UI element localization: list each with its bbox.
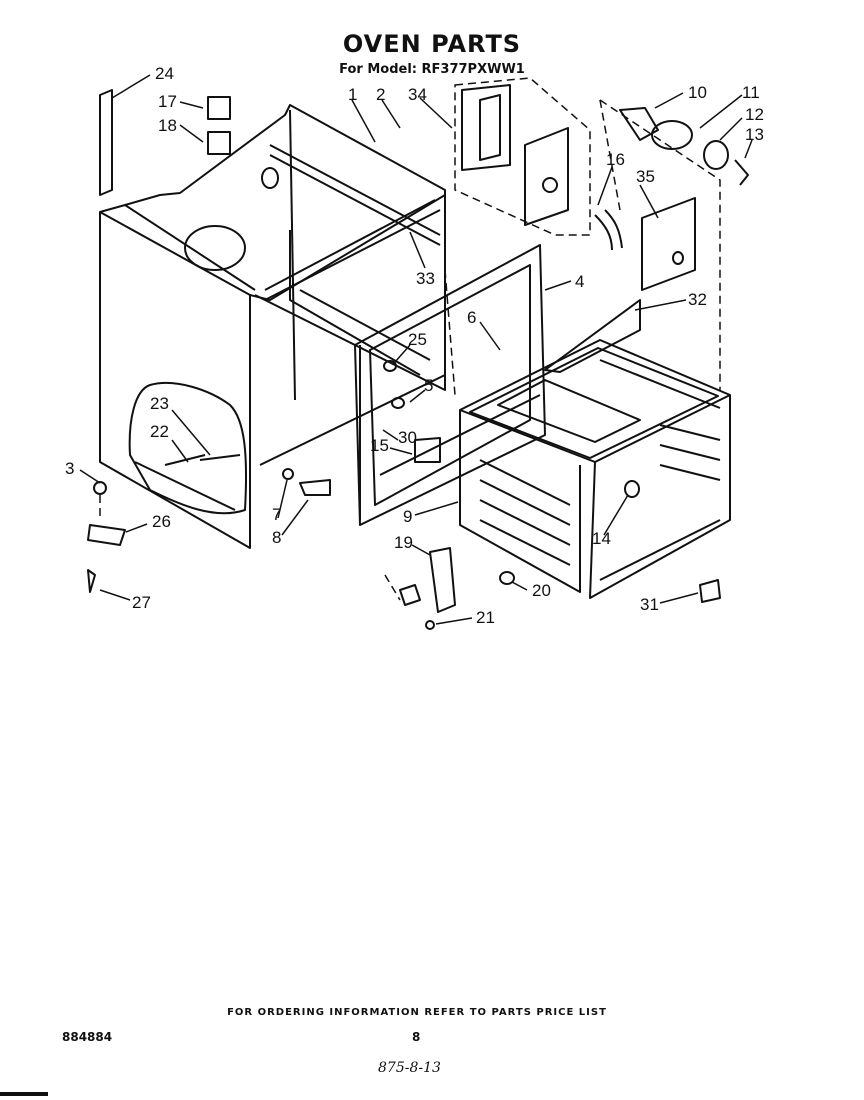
callout-10: 10: [688, 83, 707, 102]
callout-33: 33: [416, 269, 435, 288]
callout-31: 31: [640, 595, 659, 614]
callout-4: 4: [575, 272, 584, 291]
document-number: 884884: [62, 1030, 113, 1044]
callout-34: 34: [408, 85, 427, 104]
callout-24: 24: [155, 64, 174, 83]
model-line: For Model: RF377PXWW1: [339, 62, 525, 77]
callout-3: 3: [65, 459, 74, 478]
callout-8: 8: [272, 528, 281, 547]
callout-1: 1: [348, 85, 357, 104]
exploded-parts-diagram: 24 17 18 1 2 34 10 11 12 13 16 35 33 4 3…: [65, 64, 764, 630]
callout-14: 14: [592, 529, 611, 548]
callout-9: 9: [403, 507, 412, 526]
callout-25: 25: [408, 330, 427, 349]
callout-2: 2: [376, 85, 385, 104]
ordering-note: FOR ORDERING INFORMATION REFER TO PARTS …: [227, 1007, 607, 1018]
callout-21: 21: [476, 608, 495, 627]
callout-13: 13: [745, 125, 764, 144]
cabinet-body: [99, 104, 446, 549]
callout-18: 18: [158, 116, 177, 135]
callout-6: 6: [467, 308, 476, 327]
callout-32: 32: [688, 290, 707, 309]
callout-22: 22: [150, 422, 169, 441]
callout-26: 26: [152, 512, 171, 531]
callout-30: 30: [398, 428, 417, 447]
callout-7: 7: [272, 505, 281, 524]
handwritten-note: 875-8-13: [378, 1060, 441, 1076]
callout-16: 16: [606, 150, 625, 169]
scan-edge-mark: [0, 1092, 48, 1096]
small-parts: [87, 84, 749, 630]
callout-15: 15: [370, 436, 389, 455]
callout-labels: 24 17 18 1 2 34 10 11 12 13 16 35 33 4 3…: [65, 64, 764, 627]
page-number: 8: [412, 1030, 421, 1044]
callout-23: 23: [150, 394, 169, 413]
callout-35: 35: [636, 167, 655, 186]
insulation-cutaway: [128, 381, 248, 515]
callout-20: 20: [532, 581, 551, 600]
callout-27: 27: [132, 593, 151, 612]
callout-5: 5: [424, 376, 433, 395]
callout-19: 19: [394, 533, 413, 552]
callout-11: 11: [742, 83, 760, 102]
leader-lines: [79, 74, 753, 625]
front-frame: [354, 244, 546, 526]
callout-12: 12: [745, 105, 764, 124]
oven-cavity: [459, 299, 731, 599]
callout-17: 17: [158, 92, 177, 111]
diagram-title: OVEN PARTS: [342, 30, 522, 58]
group-outlines: [99, 77, 721, 601]
